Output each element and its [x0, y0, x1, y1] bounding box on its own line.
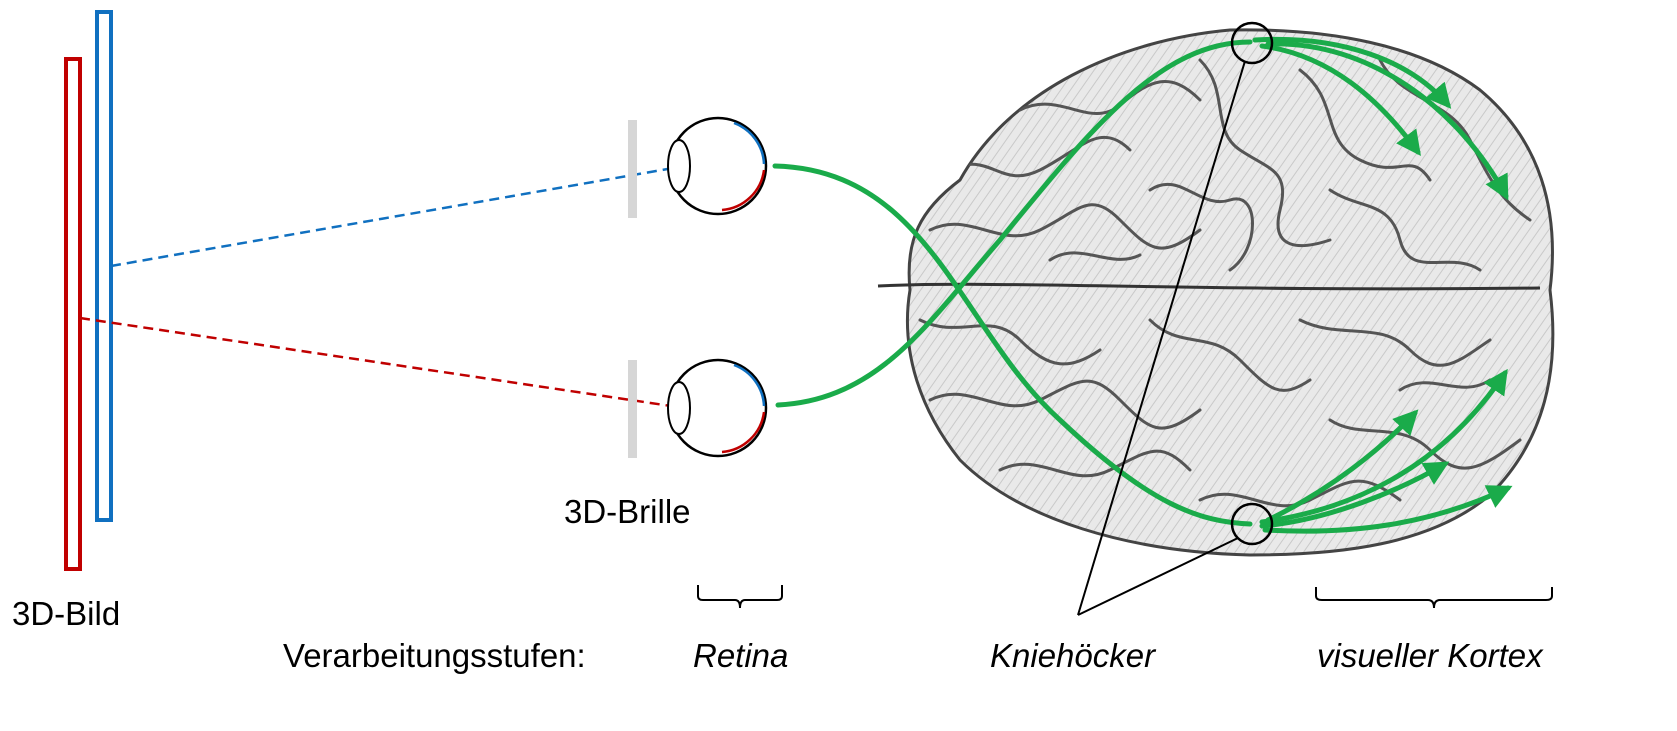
- label-processing-stages: Verarbeitungsstufen:: [283, 637, 586, 674]
- glasses-filter-bottom: [628, 360, 637, 458]
- label-3d-image: 3D-Bild: [12, 595, 120, 632]
- brain-illustration: [878, 30, 1553, 555]
- eye-bottom: [668, 360, 766, 456]
- red-sight-line: [80, 318, 765, 420]
- label-retina: Retina: [693, 637, 788, 674]
- cortex-brace: [1316, 587, 1552, 608]
- red-image-plate: [66, 59, 80, 569]
- blue-image-plate: [97, 12, 111, 520]
- label-visual-cortex: visueller Kortex: [1317, 637, 1544, 674]
- retina-brace: [698, 585, 782, 608]
- lgn-pointer-bottom: [1078, 538, 1238, 615]
- label-3d-glasses: 3D-Brille: [564, 493, 691, 530]
- blue-sight-line: [111, 152, 765, 266]
- eye-top: [668, 118, 766, 214]
- glasses-filter-top: [628, 120, 637, 218]
- label-lgn: Kniehöcker: [990, 637, 1157, 674]
